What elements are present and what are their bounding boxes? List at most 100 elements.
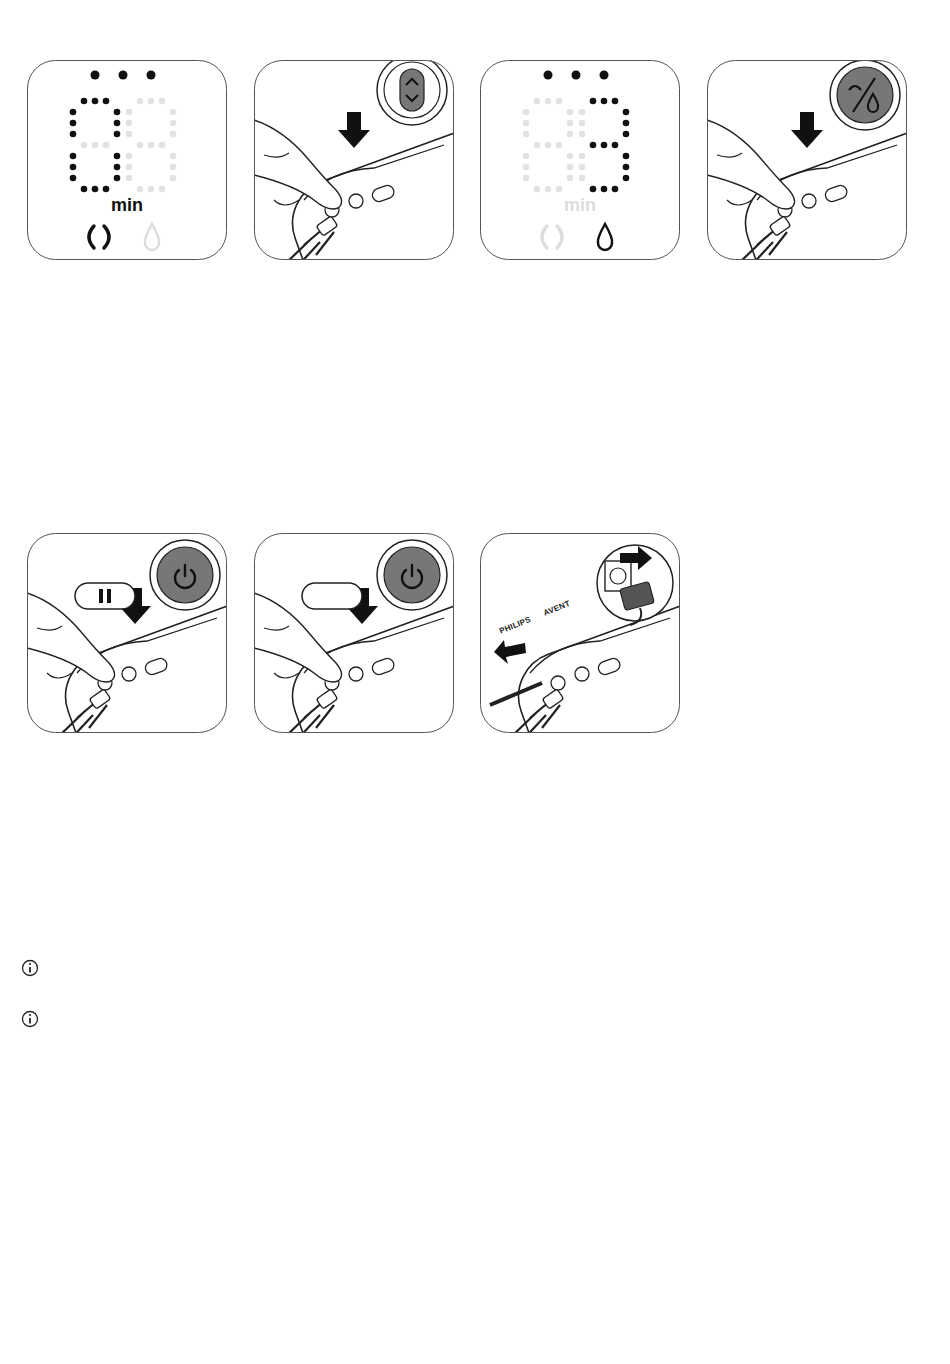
panel-content (490, 545, 680, 733)
unit-label: min (111, 196, 143, 214)
display-dot (126, 175, 133, 182)
display-dot (103, 142, 110, 149)
level-button-icon (400, 69, 424, 111)
status-pill (302, 583, 362, 609)
mode-button (802, 194, 816, 208)
display-dot (579, 120, 586, 127)
panel-frame (481, 61, 680, 260)
expression-icon (598, 224, 612, 250)
display-dot (590, 98, 597, 105)
display-dot (159, 98, 166, 105)
info-icon (23, 961, 38, 976)
level-dot (600, 71, 609, 80)
display-dot (103, 98, 110, 105)
info-icon (29, 1018, 31, 1024)
display-dot (567, 164, 574, 171)
display-dot (534, 186, 541, 193)
display-dot (523, 175, 530, 182)
power-icon (184, 565, 186, 576)
display-dot (114, 175, 121, 182)
display-dot (612, 142, 619, 149)
display-dot (114, 120, 121, 127)
power-button (551, 676, 565, 690)
zoom-button (384, 62, 440, 118)
display-dot (170, 109, 177, 116)
display-dot (70, 164, 77, 171)
display-dot (623, 109, 630, 116)
tube-connector (89, 689, 111, 709)
stimulation-icon (542, 226, 547, 248)
display-dot (590, 186, 597, 193)
display-dot (137, 142, 144, 149)
unplug-arrow (494, 640, 526, 664)
step-panel (481, 61, 680, 260)
mode-button (349, 667, 363, 681)
mode-icon (849, 86, 861, 90)
display-dot (523, 153, 530, 160)
mode-button (349, 194, 363, 208)
display-dot (623, 164, 630, 171)
brand-logo: PHILIPS (499, 616, 533, 636)
display-dot (567, 175, 574, 182)
level-dot (119, 71, 128, 80)
info-icon (29, 963, 31, 965)
display-dot (170, 131, 177, 138)
level-dot (91, 71, 100, 80)
display-dot (601, 186, 608, 193)
finger (254, 120, 342, 209)
level-button (371, 657, 396, 677)
stimulation-icon (104, 226, 109, 248)
display-dot (114, 109, 121, 116)
display-dot (170, 153, 177, 160)
level-button (144, 657, 169, 677)
display-dot (148, 142, 155, 149)
level-dot (572, 71, 581, 80)
wall-socket (605, 561, 631, 591)
zoom-circle (597, 545, 673, 621)
panel-content (523, 71, 630, 251)
display-dot (70, 131, 77, 138)
display-dot (170, 120, 177, 127)
display-dot (579, 164, 586, 171)
status-pill (75, 583, 135, 609)
zoom-circle (830, 60, 900, 130)
mode-button (575, 667, 589, 681)
display-dot (590, 142, 597, 149)
unit-label: min (564, 196, 596, 214)
panel-content (254, 60, 454, 260)
panel-content (27, 540, 227, 733)
step-panel (254, 534, 569, 792)
level-button (824, 184, 849, 204)
display-dot (126, 120, 133, 127)
display-dot (70, 175, 77, 182)
finger (264, 626, 299, 678)
display-dot (579, 175, 586, 182)
display-dot (81, 142, 88, 149)
panel-frame (708, 61, 907, 260)
display-dot (623, 153, 630, 160)
info-icon (29, 1014, 31, 1016)
display-dot (114, 164, 121, 171)
step-panel (707, 60, 950, 319)
press-arrow (791, 112, 823, 148)
display-dot (523, 164, 530, 171)
display-dot (567, 153, 574, 160)
zoom-circle (150, 540, 220, 610)
display-dot (523, 131, 530, 138)
display-dot (612, 186, 619, 193)
panel-frame (255, 534, 454, 733)
display-dot (170, 175, 177, 182)
display-dot (534, 142, 541, 149)
display-dot (556, 186, 563, 193)
display-dot (623, 120, 630, 127)
wall-socket (610, 568, 626, 584)
display-dot (601, 142, 608, 149)
display-dot (103, 186, 110, 193)
stimulation-icon (557, 226, 562, 248)
panel-content (70, 71, 177, 251)
finger (37, 626, 72, 678)
display-dot (126, 153, 133, 160)
step-panel (254, 55, 569, 319)
display-dot (579, 109, 586, 116)
display-dot (579, 153, 586, 160)
